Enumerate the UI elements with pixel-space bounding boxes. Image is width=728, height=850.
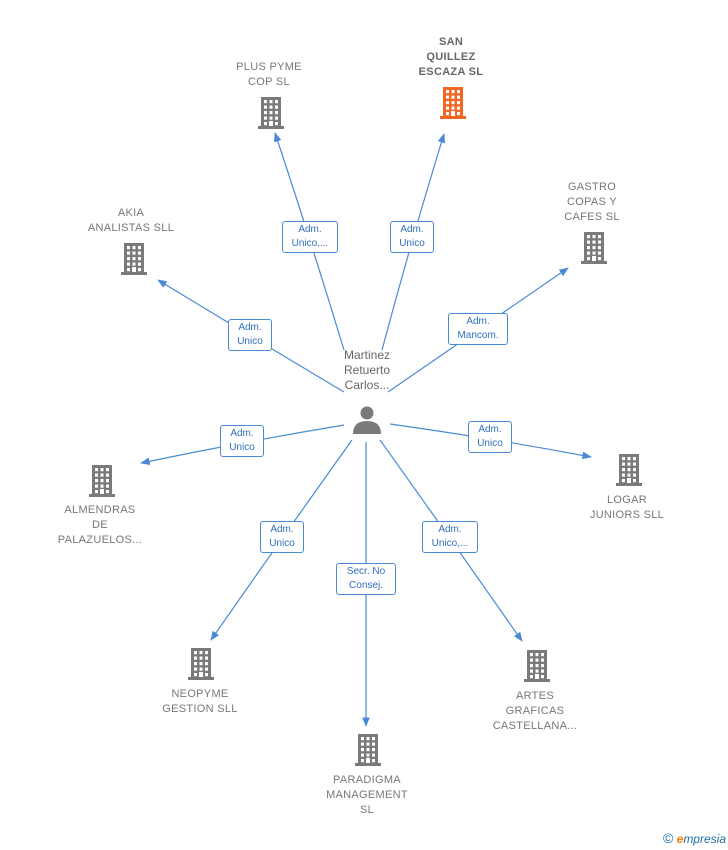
- company-label-line: GESTION SLL: [162, 703, 238, 715]
- relation-label-line: Unico: [237, 336, 263, 347]
- relation-label-line: Adm.: [466, 316, 490, 327]
- company-label-akia[interactable]: AKIA ANALISTAS SLL: [71, 206, 191, 236]
- building-icon-neopyme[interactable]: [188, 648, 214, 680]
- relation-label-line: Adm.: [238, 322, 262, 333]
- company-label-san-quillez[interactable]: SAN QUILLEZ ESCAZA SL: [391, 35, 511, 80]
- relation-label-line: Adm.: [230, 428, 254, 439]
- company-label-line: AKIA: [117, 207, 145, 219]
- relation-label-line: Adm.: [478, 424, 502, 435]
- building-icon-plus-pyme[interactable]: [258, 97, 284, 129]
- company-label-line: COPAS Y: [567, 196, 617, 208]
- relation-label-line: Adm.: [438, 524, 462, 535]
- building-icon-paradigma[interactable]: [355, 734, 381, 766]
- company-label-line: SL: [359, 804, 375, 816]
- building-icon-gastro-copas[interactable]: [581, 232, 607, 264]
- building-icon-akia[interactable]: [121, 243, 147, 275]
- company-label-plus-pyme[interactable]: PLUS PYME COP SL: [209, 60, 329, 90]
- company-label-paradigma[interactable]: PARADIGMA MANAGEMENT SL: [307, 773, 427, 818]
- person-icon[interactable]: [353, 406, 381, 435]
- relation-label-line: Adm.: [298, 224, 322, 235]
- relation-label-san-quillez[interactable]: Adm. Unico: [390, 221, 434, 253]
- relation-label-almendras[interactable]: Adm. Unico: [220, 425, 264, 457]
- copyright-icon: ©: [662, 830, 674, 846]
- relation-label-line: Secr. No: [346, 566, 386, 577]
- company-label-line: ARTES: [516, 690, 554, 702]
- relation-label-line: Unico: [477, 438, 503, 449]
- relation-label-line: Adm.: [400, 224, 424, 235]
- relation-label-artes[interactable]: Adm. Unico,...: [422, 521, 478, 553]
- company-label-neopyme[interactable]: NEOPYME GESTION SLL: [140, 687, 260, 717]
- relation-label-line: Consej.: [349, 580, 383, 591]
- building-icon-almendras[interactable]: [89, 465, 115, 497]
- relation-label-line: Unico,...: [291, 238, 329, 249]
- building-icon-logar[interactable]: [616, 454, 642, 486]
- company-label-line: QUILLEZ: [426, 51, 476, 63]
- relation-label-line: Unico: [269, 538, 295, 549]
- company-label-line: PALAZUELOS...: [57, 534, 143, 546]
- person-name-line: Martinez: [343, 348, 390, 362]
- relation-label-line: Adm.: [270, 524, 294, 535]
- company-label-line: ALMENDRAS: [64, 504, 136, 516]
- company-label-line: GASTRO: [567, 181, 617, 193]
- company-label-line: PLUS PYME: [236, 61, 302, 73]
- relation-label-gastro-copas[interactable]: Adm. Mancom.: [448, 313, 508, 345]
- empresia-footer[interactable]: © empresia: [663, 830, 726, 846]
- brand-name: mpresia: [683, 832, 726, 846]
- relation-label-line: Unico: [399, 238, 425, 249]
- company-label-line: DE: [92, 519, 108, 531]
- company-label-line: GRAFICAS: [505, 705, 565, 717]
- relation-label-line: Mancom.: [457, 330, 499, 341]
- company-label-line: NEOPYME: [171, 688, 229, 700]
- relation-label-logar[interactable]: Adm. Unico: [468, 421, 512, 453]
- company-label-line: ESCAZA SL: [418, 66, 484, 78]
- brand-initial: e: [676, 832, 684, 846]
- relation-label-line: Unico,...: [431, 538, 469, 549]
- company-label-line: PARADIGMA: [333, 774, 401, 786]
- relation-label-line: Unico: [229, 442, 255, 453]
- company-label-gastro-copas[interactable]: GASTRO COPAS Y CAFES SL: [532, 180, 652, 225]
- building-icon-san-quillez[interactable]: [440, 87, 466, 119]
- relation-label-plus-pyme[interactable]: Adm. Unico,...: [282, 221, 338, 253]
- company-label-line: JUNIORS SLL: [589, 509, 665, 521]
- company-label-line: SAN: [438, 36, 464, 48]
- company-label-line: LOGAR: [606, 494, 647, 506]
- person-name-line: Retuerto: [343, 363, 391, 377]
- company-label-artes[interactable]: ARTES GRAFICAS CASTELLANA...: [475, 689, 595, 734]
- relation-label-neopyme[interactable]: Adm. Unico: [260, 521, 304, 553]
- company-label-line: CASTELLANA...: [492, 720, 578, 732]
- company-label-line: COP SL: [248, 76, 290, 88]
- company-label-logar[interactable]: LOGAR JUNIORS SLL: [567, 493, 687, 523]
- company-label-line: MANAGEMENT: [326, 789, 408, 801]
- relation-label-paradigma[interactable]: Secr. No Consej.: [336, 563, 396, 595]
- company-label-line: ANALISTAS SLL: [87, 222, 175, 234]
- company-label-almendras[interactable]: ALMENDRAS DE PALAZUELOS...: [40, 503, 160, 548]
- relation-label-akia[interactable]: Adm. Unico: [228, 319, 272, 351]
- building-icon-artes[interactable]: [524, 650, 550, 682]
- company-label-line: CAFES SL: [564, 211, 620, 223]
- person-name-line: Carlos...: [344, 378, 390, 392]
